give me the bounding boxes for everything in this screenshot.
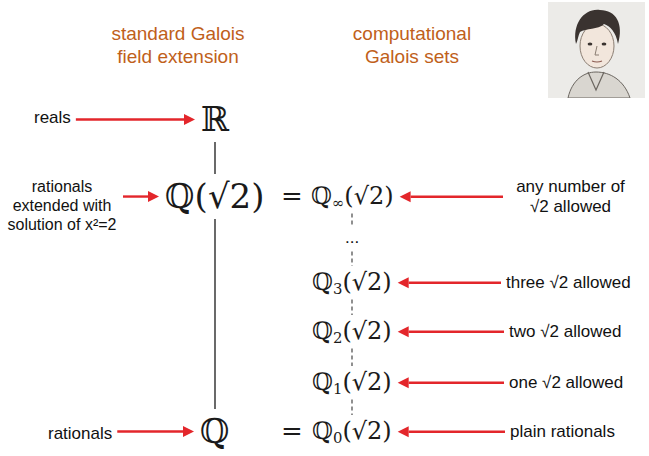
side-label: one √2 allowed — [509, 373, 623, 393]
field-symbol: ℚ — [200, 412, 230, 451]
arrow-head — [400, 191, 411, 202]
subscript: 2 — [333, 329, 342, 347]
portrait-ground — [548, 2, 645, 98]
side-label: two √2 allowed — [509, 322, 621, 342]
pointer-arrow — [409, 282, 501, 284]
field-symbol: ℝ — [201, 100, 229, 139]
arrow-head — [183, 426, 194, 437]
pointer-arrow — [409, 382, 504, 384]
portrait-cravat — [588, 72, 604, 90]
arrow-head — [398, 277, 409, 288]
portrait-collar — [568, 72, 630, 98]
arrow-head — [398, 377, 409, 388]
side-label: any number of √2 allowed — [508, 177, 633, 218]
set-symbol: ℚ0(√2) — [312, 418, 392, 446]
subscript: 1 — [333, 380, 342, 398]
field-symbol: ℚ(√2) — [165, 177, 264, 216]
side-label: reals — [34, 108, 71, 128]
pointer-arrow — [117, 430, 183, 432]
arrow-head — [148, 191, 159, 202]
set-symbol: ℚ2(√2) — [312, 318, 392, 346]
dashed-chain-line — [351, 400, 352, 415]
inclusion-line — [214, 219, 216, 409]
side-label: three √2 allowed — [506, 273, 631, 293]
pointer-arrow — [411, 196, 503, 198]
portrait-face — [580, 24, 614, 68]
portrait-mouth — [592, 61, 602, 62]
portrait-eye — [602, 42, 607, 45]
column-heading: computational Galois sets — [337, 23, 487, 69]
side-label: plain rationals — [510, 422, 615, 442]
ellipsis: ... — [345, 228, 359, 248]
arrow-head — [398, 326, 409, 337]
inclusion-line — [214, 142, 216, 174]
pointer-arrow — [123, 195, 148, 197]
dashed-chain-line — [351, 349, 352, 366]
arrow-head — [398, 426, 409, 437]
column-heading: standard Galois field extension — [98, 23, 258, 69]
set-symbol: ℚ∞(√2) — [311, 183, 394, 211]
set-symbol: ℚ1(√2) — [312, 369, 392, 397]
dashed-chain-line — [351, 300, 352, 315]
subscript: 3 — [333, 280, 342, 298]
arrow-head — [184, 114, 195, 125]
equals-sign: = — [281, 417, 303, 447]
side-label: rationals — [48, 424, 112, 444]
pointer-arrow — [409, 331, 504, 333]
portrait-eye — [588, 42, 593, 45]
dashed-chain-line — [351, 251, 352, 266]
dashed-chain-line — [351, 214, 352, 225]
pointer-arrow — [409, 431, 505, 433]
portrait-hair — [575, 10, 620, 44]
equals-sign: = — [281, 182, 303, 212]
subscript: 0 — [333, 429, 342, 447]
pointer-arrow — [76, 118, 184, 120]
galois-portrait — [548, 2, 645, 98]
side-label: rationals extended with solution of x²=2 — [6, 177, 118, 235]
subscript: ∞ — [332, 194, 344, 212]
portrait-nose — [595, 46, 599, 55]
set-symbol: ℚ3(√2) — [312, 269, 392, 297]
